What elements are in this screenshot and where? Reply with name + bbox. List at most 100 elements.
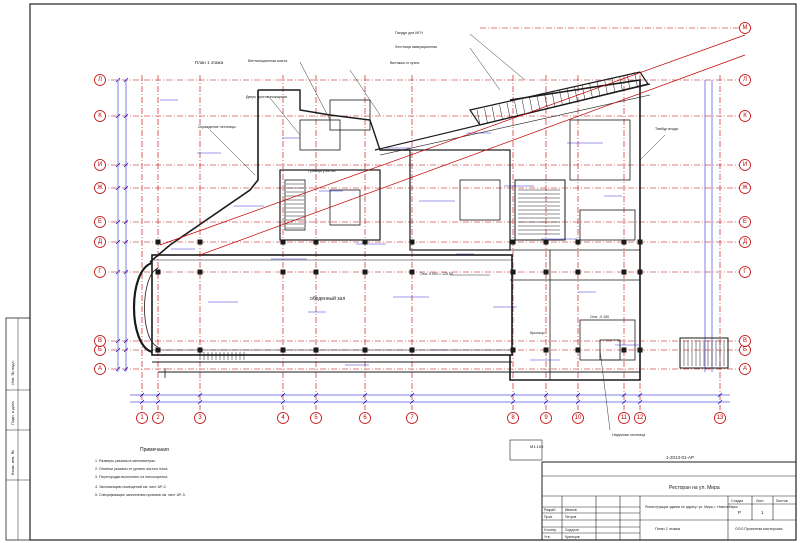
callout-leaders xyxy=(209,33,666,431)
column xyxy=(543,269,549,275)
axis-bubble-h xyxy=(94,266,106,278)
axis-bubble-v xyxy=(634,412,646,424)
dimension-tick xyxy=(115,113,121,119)
axis-label-v: 13 xyxy=(717,415,724,421)
axis-bubble-h xyxy=(739,22,751,34)
ramp-step xyxy=(476,109,481,126)
strip-label-1: Инв. № подл. xyxy=(10,360,15,385)
axis-label-v: 9 xyxy=(544,415,548,421)
column xyxy=(155,239,161,245)
dimension-tick xyxy=(115,239,121,245)
dimension-tick xyxy=(637,399,643,405)
stage-label: Стадия xyxy=(731,499,743,503)
dimension-tick xyxy=(115,219,121,225)
axis-bubble-h xyxy=(739,182,751,194)
axis-bubble-h xyxy=(739,236,751,248)
dimension-tick xyxy=(123,162,129,168)
axis-label-h: Ж xyxy=(97,185,103,191)
column xyxy=(280,239,286,245)
callout-5: Пандус для МГН xyxy=(395,31,423,35)
note-item-1: 1. Размеры указаны в миллиметрах. xyxy=(95,459,156,463)
diagonal-axes xyxy=(159,34,746,256)
axis-label-h: Л xyxy=(98,77,102,83)
signature-rows: Разраб. Пров. Н.контр. Утв. Иванов Петро… xyxy=(544,508,580,539)
dimension-tick xyxy=(123,77,129,83)
ramp-step xyxy=(499,104,503,120)
note-item-5: 5. Спецификацию заполнения проемов см. л… xyxy=(95,493,186,497)
axis-bubble-v xyxy=(507,412,519,424)
axis-bubble-h xyxy=(739,74,751,86)
column xyxy=(362,239,368,245)
ramp-step xyxy=(521,99,526,115)
dimension-tick xyxy=(115,162,121,168)
dimension-tick xyxy=(621,399,627,405)
axis-label-h: К xyxy=(743,113,747,119)
strip-label-2: Подп. и дата xyxy=(10,401,15,425)
title-block xyxy=(509,439,797,541)
axis-bubble-h xyxy=(94,236,106,248)
dimension-tick xyxy=(362,392,368,398)
dimension-tick xyxy=(409,392,415,398)
scale-label: М1:100 xyxy=(530,444,544,449)
ramp-step xyxy=(619,75,623,91)
dimension-tick xyxy=(123,366,129,372)
column xyxy=(313,347,319,353)
callout-1: Вентиляционная шахта xyxy=(248,59,287,63)
project-name: Ресторан на ул. Мира xyxy=(669,485,720,491)
column xyxy=(510,269,516,275)
axis-bubble-v xyxy=(277,412,289,424)
dimension-tick xyxy=(717,399,723,405)
dimension-tick xyxy=(313,392,319,398)
note-item-4: 4. Экспликацию помещений см. лист АР-2. xyxy=(95,485,167,489)
axis-label-h: Б xyxy=(98,347,102,353)
column xyxy=(197,347,203,353)
ramp-step xyxy=(566,88,571,104)
ramp-step xyxy=(611,77,616,93)
dimension-tick xyxy=(717,392,723,398)
axis-bubble-v xyxy=(406,412,418,424)
sheet-label: Лист xyxy=(756,499,764,503)
axis-label-h: Ж xyxy=(742,185,748,191)
axis-label-v: 7 xyxy=(410,415,414,421)
axis-bubble-h xyxy=(739,266,751,278)
notes-block: Примечания 1. Размеры указаны в миллимет… xyxy=(95,447,186,497)
columns xyxy=(155,239,643,353)
axis-label-v: 12 xyxy=(637,415,644,421)
dimension-tick xyxy=(197,392,203,398)
column xyxy=(637,347,643,353)
axis-label-v: 11 xyxy=(621,415,628,421)
callout-4: Вытяжка от кухни xyxy=(390,61,419,65)
ramp-step xyxy=(536,95,541,111)
axis-label-v: 6 xyxy=(363,415,367,421)
ramp-step xyxy=(574,86,578,102)
column xyxy=(197,239,203,245)
person-4: Кузнецов xyxy=(565,535,580,539)
dimension-tick xyxy=(139,392,145,398)
ramp-step xyxy=(529,97,533,113)
ramp-step xyxy=(626,73,631,90)
axis-label-h: И xyxy=(743,162,747,168)
axis-bubble-h xyxy=(94,159,106,171)
column xyxy=(637,239,643,245)
axis-bubble-v xyxy=(572,412,584,424)
callout-11: Отм. -0.150 xyxy=(590,315,609,319)
ramp-step xyxy=(491,106,496,122)
axis-bubble-v xyxy=(540,412,552,424)
role-2: Пров. xyxy=(544,515,553,519)
axis-bubble-h xyxy=(739,110,751,122)
axis-label-h: Д xyxy=(743,239,747,245)
axis-label-v: 3 xyxy=(198,415,202,421)
ramp-step xyxy=(604,79,608,95)
dimension-tick xyxy=(280,392,286,398)
diagonal-ramp xyxy=(374,71,651,156)
axis-bubble-v xyxy=(714,412,726,424)
dimension-tick xyxy=(510,392,516,398)
dimension-tick xyxy=(575,392,581,398)
column xyxy=(313,239,319,245)
callout-2: Дверь противопожарная xyxy=(246,95,287,99)
column xyxy=(362,269,368,275)
axis-label-h: Л xyxy=(743,77,747,83)
dimension-tick xyxy=(510,399,516,405)
strip-label-3: Взам. инв. № xyxy=(10,450,15,475)
axis-label-h: В xyxy=(743,338,747,344)
